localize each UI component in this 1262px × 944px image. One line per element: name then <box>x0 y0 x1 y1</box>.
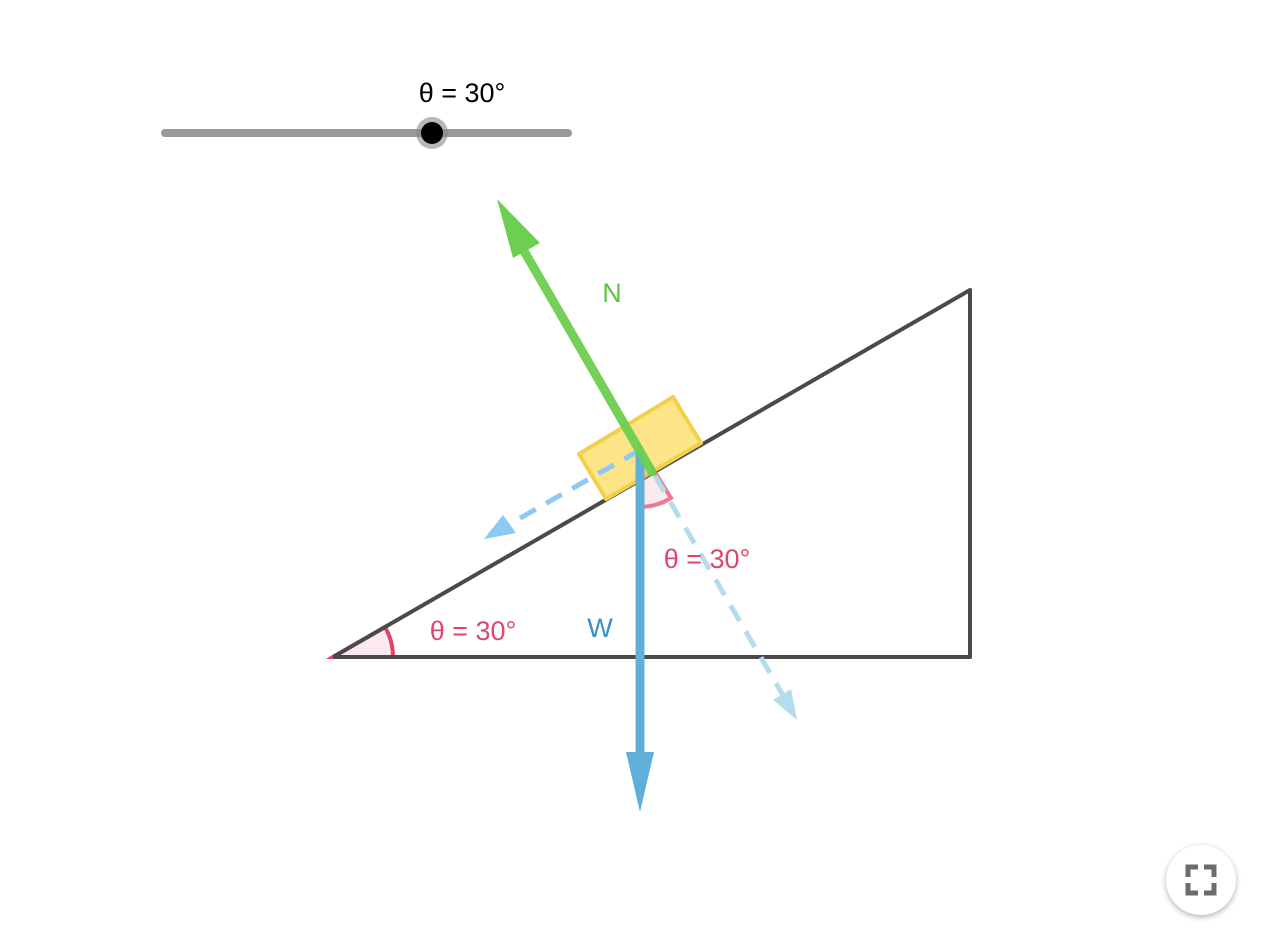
slider-knob[interactable] <box>421 122 443 144</box>
perpendicular-component-line <box>637 448 787 699</box>
fullscreen-button[interactable] <box>1166 845 1236 915</box>
parallel-component-arrowhead <box>484 515 516 539</box>
normal-arrowhead <box>497 199 540 258</box>
normal-label: N <box>602 278 622 308</box>
incline-angle-label: θ = 30° <box>430 616 517 646</box>
slider-label: θ = 30° <box>419 78 506 108</box>
theta-slider[interactable] <box>161 117 572 149</box>
normal-vector-line <box>515 239 657 477</box>
weight-angle-label: θ = 30° <box>664 544 751 574</box>
fullscreen-icon <box>1185 864 1217 896</box>
weight-label: W <box>587 613 613 643</box>
parallel-component-line <box>506 447 642 528</box>
weight-arrowhead <box>626 752 654 812</box>
perpendicular-component-arrowhead <box>773 689 797 720</box>
